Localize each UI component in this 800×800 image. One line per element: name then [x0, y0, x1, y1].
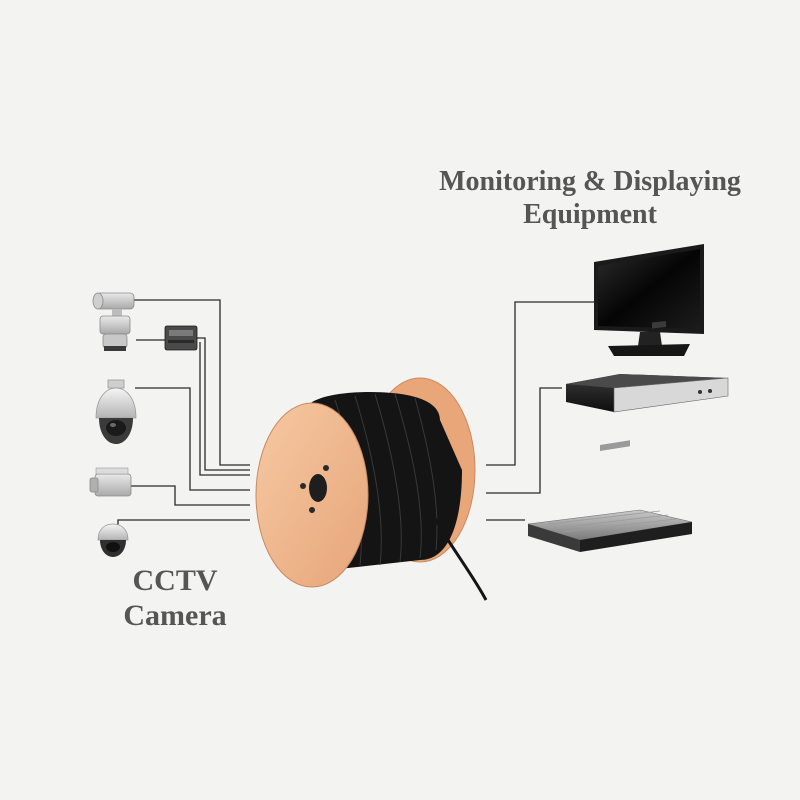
monitoring-heading-line1: Monitoring & Displaying [439, 166, 741, 197]
wire-speed-dome [135, 387, 250, 491]
ptz-camera-icon [92, 292, 135, 351]
cctv-camera-heading: CCTV Camera [90, 563, 260, 634]
wire-box-camera [130, 485, 250, 506]
wire-dvr [486, 387, 562, 494]
cctv-heading-line2: Camera [123, 599, 227, 633]
cable-spool-icon [255, 377, 488, 601]
speed-dome-camera-icon [95, 379, 137, 444]
monitor-icon [594, 244, 704, 356]
signal-converter-icon [164, 325, 198, 351]
wire-mini-dome [117, 519, 250, 535]
monitoring-heading-line2: Equipment [523, 199, 657, 231]
cctv-heading-line1: CCTV [132, 564, 218, 597]
wire-ptz-camera [133, 299, 250, 466]
wire-monitor [486, 301, 594, 466]
wire-converter-b [199, 342, 250, 476]
dvr-recorder-icon [566, 321, 729, 413]
box-camera-icon [89, 467, 132, 497]
network-video-recorder-icon [527, 440, 693, 552]
monitoring-equipment-heading: Monitoring & Displaying Equipment [400, 165, 780, 231]
wire-converter-a [165, 337, 250, 471]
mini-dome-camera-icon [97, 523, 129, 557]
loose-cable-end [423, 499, 488, 601]
equipment-wires [486, 301, 594, 521]
